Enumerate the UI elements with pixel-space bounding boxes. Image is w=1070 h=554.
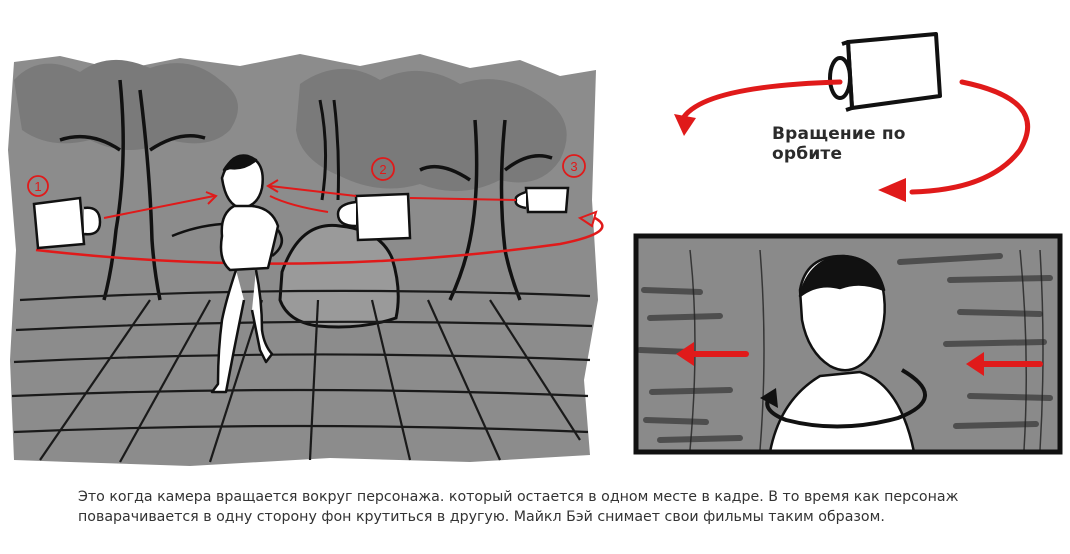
- caption: Это когда камера вращается вокруг персон…: [78, 487, 1038, 527]
- orbit-diagram: [674, 32, 1031, 202]
- camera-frame-panel: [633, 233, 1063, 455]
- camera-3: [514, 186, 570, 214]
- motion-blur-lines: [689, 249, 1044, 451]
- camera-marker-3-label: 3: [570, 159, 577, 174]
- camera-marker-2: 2: [371, 157, 395, 181]
- orbit-camera-icon: [828, 32, 942, 112]
- character: [171, 154, 284, 394]
- scene-left: 1 2 3: [8, 54, 604, 466]
- rotation-arrow: [765, 368, 927, 429]
- pan-arrow-left: [676, 342, 749, 366]
- portrait-character: [768, 254, 916, 454]
- orbit-arrow-right: [909, 79, 1031, 195]
- ground-grid: [11, 289, 593, 463]
- orbit-path: [35, 216, 604, 265]
- camera-marker-2-label: 2: [379, 162, 386, 177]
- camera-marker-3: 3: [562, 154, 586, 178]
- sightline-arrows: [103, 179, 517, 219]
- tree-canopy-left: [14, 59, 238, 150]
- orbit-arrowhead-right: [878, 178, 906, 202]
- pan-arrow-right: [966, 352, 1043, 376]
- orbit-arrowhead: [577, 210, 598, 228]
- tree-trunk-left: [59, 79, 206, 301]
- tree-trunk-mid: [318, 99, 340, 201]
- tree-canopy-right: [296, 68, 567, 192]
- tree-trunk-right: [419, 119, 553, 301]
- caption-line-2: поварачивается в одну сторону фон крутит…: [78, 509, 885, 525]
- frame-border: [633, 233, 1063, 455]
- orbit-arrowhead-left: [674, 114, 696, 136]
- orbit-arrow-left: [679, 79, 843, 123]
- rock: [278, 223, 400, 329]
- camera-marker-1-label: 1: [34, 179, 41, 194]
- camera-marker-1: 1: [27, 175, 49, 197]
- rotation-arrowhead: [760, 388, 778, 408]
- camera-2: [336, 192, 412, 242]
- orbit-label: Вращение по орбите: [772, 124, 906, 164]
- camera-1: [32, 196, 102, 250]
- caption-line-1: Это когда камера вращается вокруг персон…: [78, 489, 959, 505]
